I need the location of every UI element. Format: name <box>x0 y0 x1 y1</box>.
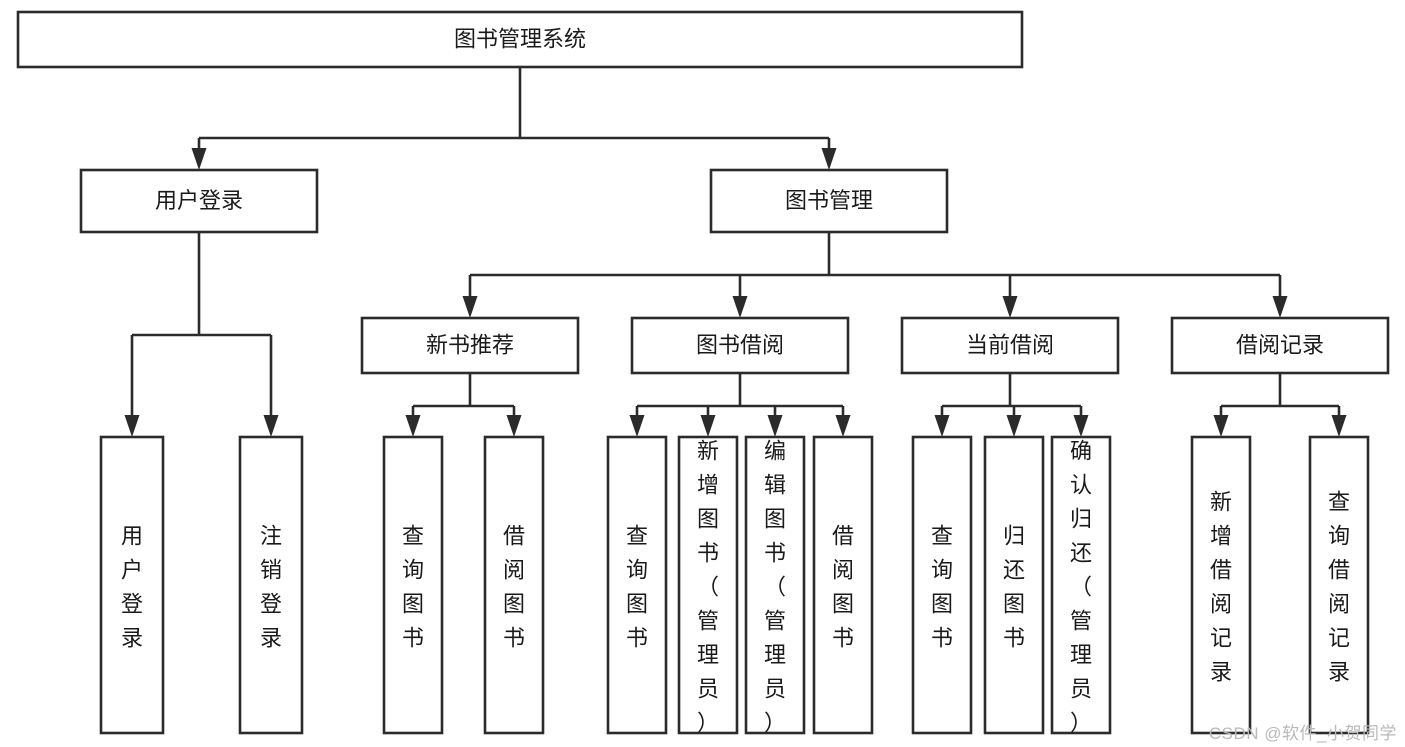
node-label: 归还图书 <box>1003 524 1025 651</box>
node-box[interactable] <box>1050 435 1112 735</box>
node-l-query-book-2[interactable]: 查询图书 <box>606 435 668 735</box>
node-box[interactable] <box>79 168 319 234</box>
node-label: 新增借阅记录 <box>1210 490 1232 685</box>
arrow-head-icon <box>700 415 716 437</box>
arrow-head-icon <box>191 148 207 170</box>
arrow-head-icon <box>934 415 950 437</box>
node-label: 借阅记录 <box>1236 332 1324 357</box>
node-label: 查询借阅记录 <box>1328 490 1350 685</box>
node-label: 确认归还（管理员） <box>1070 439 1092 736</box>
node-l-query-book-1[interactable]: 查询图书 <box>382 435 444 735</box>
arrow-head-icon <box>835 415 851 437</box>
nodes-layer: 图书管理系统用户登录图书管理新书推荐图书借阅当前借阅借阅记录用户登录注销登录查询… <box>16 10 1390 736</box>
node-n-new-book-rec[interactable]: 新书推荐 <box>360 316 580 375</box>
node-label: 新书推荐 <box>426 332 514 357</box>
node-label: 编辑图书（管理员） <box>764 439 786 736</box>
node-l-query-record[interactable]: 查询借阅记录 <box>1308 435 1370 735</box>
arrow-head-icon <box>1073 415 1089 437</box>
arrow-head-icon <box>1272 296 1288 318</box>
edges-layer <box>124 67 1347 437</box>
node-label: 查询图书 <box>626 524 648 651</box>
arrow-head-icon <box>1213 415 1229 437</box>
arrow-head-icon <box>462 296 478 318</box>
arrow-head-icon <box>767 415 783 437</box>
node-l-edit-book[interactable]: 编辑图书（管理员） <box>744 435 806 736</box>
node-n-book-mgmt[interactable]: 图书管理 <box>709 168 949 234</box>
node-l-return-book[interactable]: 归还图书 <box>983 435 1045 735</box>
node-box[interactable] <box>16 10 1024 69</box>
node-n-book-borrow[interactable]: 图书借阅 <box>630 316 850 375</box>
node-box[interactable] <box>483 435 545 735</box>
node-box[interactable] <box>606 435 668 735</box>
node-l-borrow-book-1[interactable]: 借阅图书 <box>483 435 545 735</box>
node-box[interactable] <box>1170 316 1390 375</box>
arrow-head-icon <box>506 415 522 437</box>
node-l-add-record[interactable]: 新增借阅记录 <box>1190 435 1252 735</box>
arrow-head-icon <box>405 415 421 437</box>
arrow-head-icon <box>1331 415 1347 437</box>
node-n-current-borrow[interactable]: 当前借阅 <box>900 316 1120 375</box>
node-l-user-login[interactable]: 用户登录 <box>99 435 165 735</box>
node-box[interactable] <box>911 435 973 735</box>
node-l-query-book-3[interactable]: 查询图书 <box>911 435 973 735</box>
node-l-confirm-return[interactable]: 确认归还（管理员） <box>1050 435 1112 736</box>
node-box[interactable] <box>1190 435 1252 735</box>
node-label: 借阅图书 <box>503 524 525 651</box>
node-box[interactable] <box>744 435 806 735</box>
node-label: 当前借阅 <box>966 332 1054 357</box>
arrow-head-icon <box>821 148 837 170</box>
node-n-user-login[interactable]: 用户登录 <box>79 168 319 234</box>
arrow-head-icon <box>629 415 645 437</box>
node-label: 查询图书 <box>402 524 424 651</box>
node-label: 图书管理 <box>785 188 873 213</box>
arrow-head-icon <box>124 415 140 437</box>
node-box[interactable] <box>360 316 580 375</box>
csdn-watermark: CSDN @软件_小贺同学 <box>1208 724 1397 743</box>
node-l-logout[interactable]: 注销登录 <box>238 435 304 735</box>
node-label: 用户登录 <box>155 188 243 213</box>
node-label: 用户登录 <box>121 524 143 651</box>
node-box[interactable] <box>812 435 874 735</box>
arrow-head-icon <box>1002 296 1018 318</box>
node-root[interactable]: 图书管理系统 <box>16 10 1024 69</box>
node-box[interactable] <box>900 316 1120 375</box>
node-label: 图书管理系统 <box>454 26 586 51</box>
node-n-borrow-record[interactable]: 借阅记录 <box>1170 316 1390 375</box>
arrow-head-icon <box>1006 415 1022 437</box>
node-label: 查询图书 <box>931 524 953 651</box>
node-label: 注销登录 <box>260 524 282 651</box>
arrow-head-icon <box>263 415 279 437</box>
node-box[interactable] <box>709 168 949 234</box>
node-box[interactable] <box>238 435 304 735</box>
arrow-head-icon <box>732 296 748 318</box>
node-label: 新增图书（管理员） <box>697 439 719 736</box>
node-l-borrow-book-2[interactable]: 借阅图书 <box>812 435 874 735</box>
node-label: 借阅图书 <box>832 524 854 651</box>
node-l-add-book[interactable]: 新增图书（管理员） <box>677 435 739 736</box>
node-box[interactable] <box>1308 435 1370 735</box>
node-box[interactable] <box>983 435 1045 735</box>
node-label: 图书借阅 <box>696 332 784 357</box>
node-box[interactable] <box>382 435 444 735</box>
node-box[interactable] <box>630 316 850 375</box>
node-box[interactable] <box>677 435 739 735</box>
node-box[interactable] <box>99 435 165 735</box>
